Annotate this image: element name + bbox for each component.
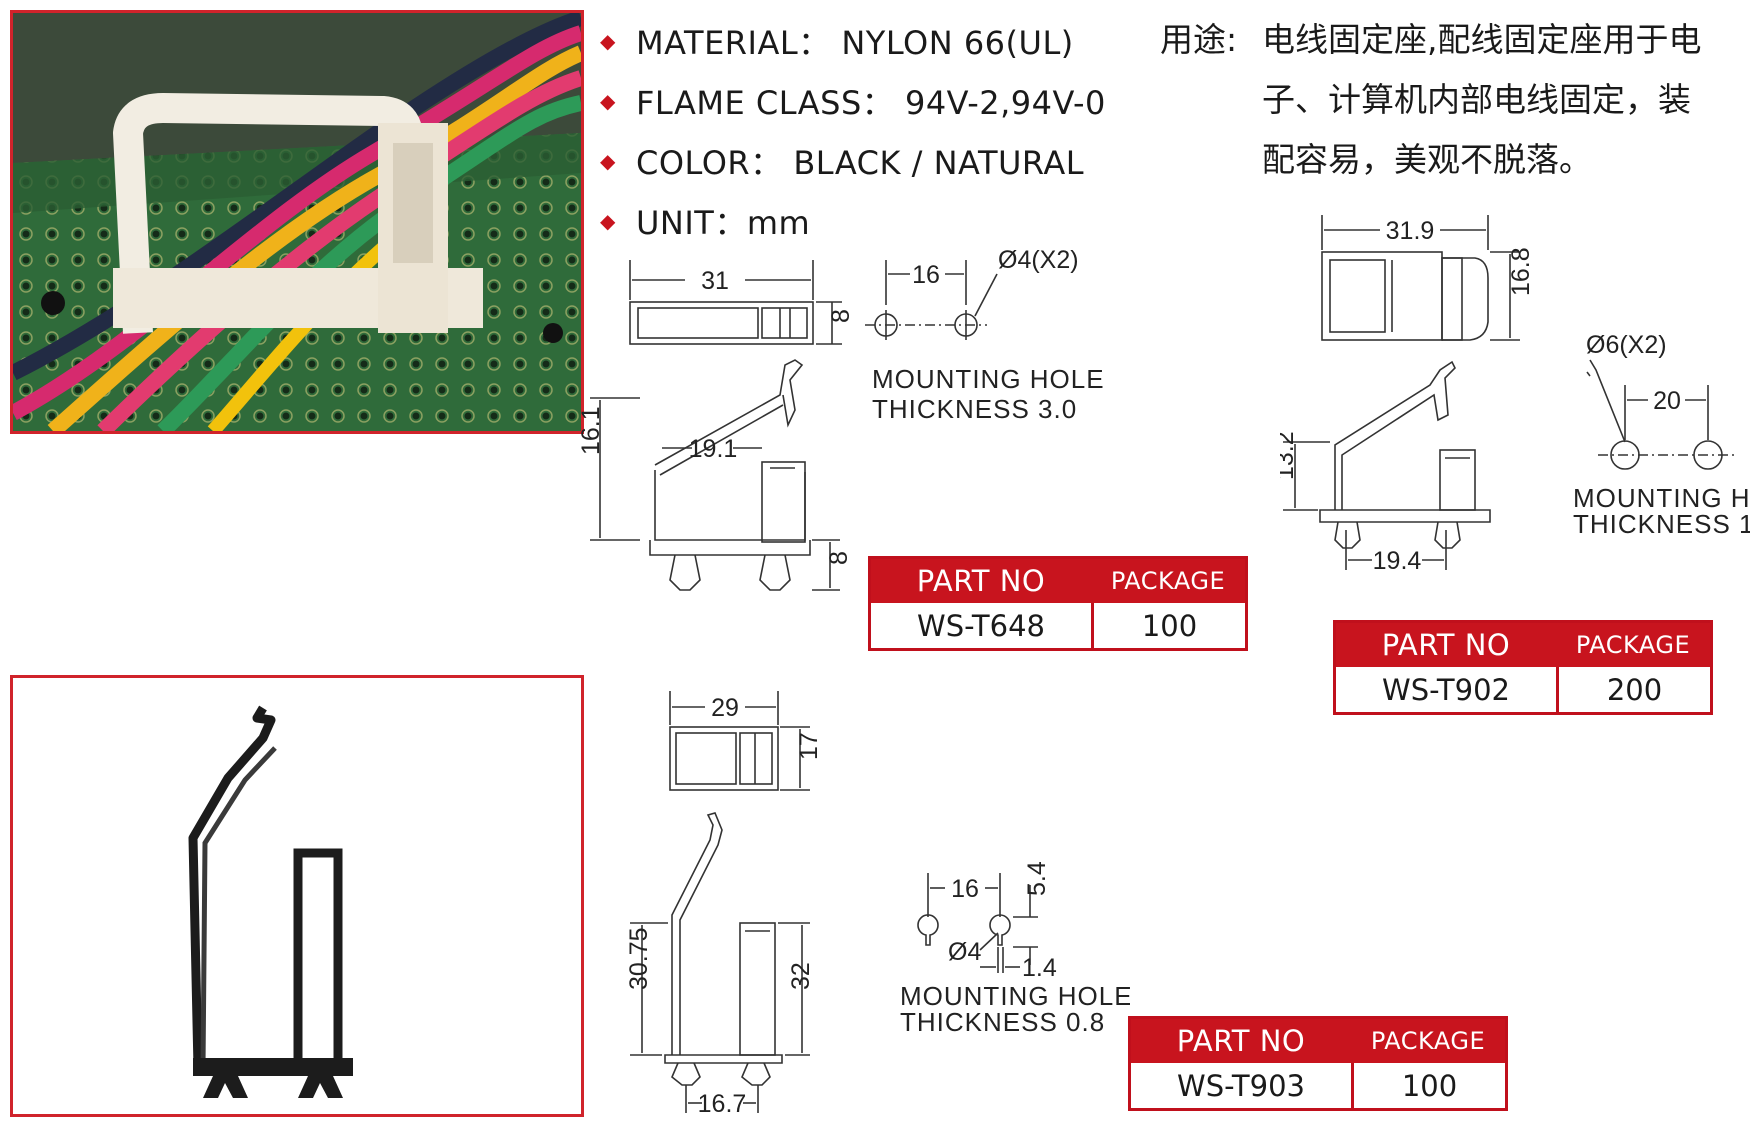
dim-label: 19.4: [1373, 547, 1422, 575]
dim-label: 16.7: [698, 1090, 747, 1115]
diamond-bullet-icon: ◆: [600, 89, 616, 113]
spec-flame-class: ◆ FLAME CLASS： 94V-2,94V-0: [600, 84, 1106, 122]
dim-label: 16.8: [1507, 247, 1535, 296]
dim-label: 5.4: [1023, 861, 1051, 896]
mounting-hole-label: MOUNTING HOLE: [900, 981, 1130, 1011]
dim-label: 1.4: [1022, 954, 1057, 982]
dim-label: 30.75: [625, 927, 653, 990]
dim-label: 16: [951, 875, 979, 903]
mounting-hole-label: MOUNTING HOLE: [872, 364, 1105, 394]
product-photo-natural: [10, 10, 584, 434]
spec-material: ◆ MATERIAL： NYLON 66(UL): [600, 24, 1074, 62]
t902-drawing: 31.9 16.8 13.2 19.4 Ø6(X2) 20 MOUNTING H…: [1280, 215, 1750, 575]
t648-part-table: PART NO PACKAGE WS-T648 100: [868, 556, 1248, 651]
mounting-thickness-label: THICKNESS 1.0: [1573, 509, 1750, 539]
dim-label: 32: [787, 962, 815, 990]
dim-label: Ø4: [948, 938, 981, 966]
usage-text: 电线固定座,配线固定座用于电 子、计算机内部电线固定，装 配容易，美观不脱落。: [1262, 20, 1702, 179]
package-header: PACKAGE: [1575, 631, 1691, 659]
package-value: 200: [1606, 672, 1663, 707]
dim-label: 20: [1653, 387, 1681, 415]
package-header: PACKAGE: [1110, 567, 1226, 595]
dim-label: 16: [912, 261, 940, 289]
black-clip-photo: [13, 678, 581, 1114]
mounting-thickness-label: THICKNESS 3.0: [872, 394, 1077, 424]
part-no-header: PART NO: [1176, 1024, 1306, 1058]
t903-part-table: PART NO PACKAGE WS-T903 100: [1128, 1016, 1508, 1111]
dim-label: 17: [795, 732, 823, 760]
dim-label: 31.9: [1386, 217, 1435, 245]
dim-label: 8: [827, 309, 855, 323]
product-photo-black: [10, 675, 584, 1117]
diamond-bullet-icon: ◆: [600, 29, 616, 53]
spec-color: ◆ COLOR： BLACK / NATURAL: [600, 144, 1085, 182]
t903-drawing: 29 17 30.75 32 16.7 16 5.4 1.4 Ø4 MOUNTI…: [625, 691, 1130, 1115]
part-no-value: WS-T903: [1131, 1063, 1354, 1108]
part-no-header: PART NO: [1381, 628, 1511, 662]
wire-clip-photo: [13, 13, 581, 431]
t648-drawing: 31 8 16.1 19.1 8 16 Ø4(X2) MOUNTING HOLE…: [580, 250, 1105, 591]
part-no-header: PART NO: [916, 564, 1046, 598]
dim-label: 13.2: [1280, 431, 1299, 480]
spec-unit: ◆ UNIT：mm: [600, 204, 811, 242]
dim-label: 31: [701, 267, 729, 295]
dim-label: 29: [711, 694, 739, 722]
package-value: 100: [1141, 608, 1198, 643]
mounting-hole-label: MOUNTING HOLE: [1573, 483, 1750, 513]
dim-label: Ø4(X2): [998, 250, 1079, 274]
mounting-thickness-label: THICKNESS 0.8: [900, 1007, 1105, 1037]
package-header: PACKAGE: [1370, 1027, 1486, 1055]
part-no-value: WS-T902: [1336, 667, 1559, 712]
dim-label: 19.1: [689, 435, 738, 463]
package-value: 100: [1401, 1068, 1458, 1103]
diamond-bullet-icon: ◆: [600, 209, 616, 233]
dim-label: 16.1: [580, 406, 605, 455]
usage-label: 用途:: [1160, 20, 1238, 59]
dim-label: 8: [825, 551, 853, 565]
diamond-bullet-icon: ◆: [600, 149, 616, 173]
dim-label: Ø6(X2): [1586, 331, 1667, 359]
part-no-value: WS-T648: [871, 603, 1094, 648]
t902-part-table: PART NO PACKAGE WS-T902 200: [1333, 620, 1713, 715]
